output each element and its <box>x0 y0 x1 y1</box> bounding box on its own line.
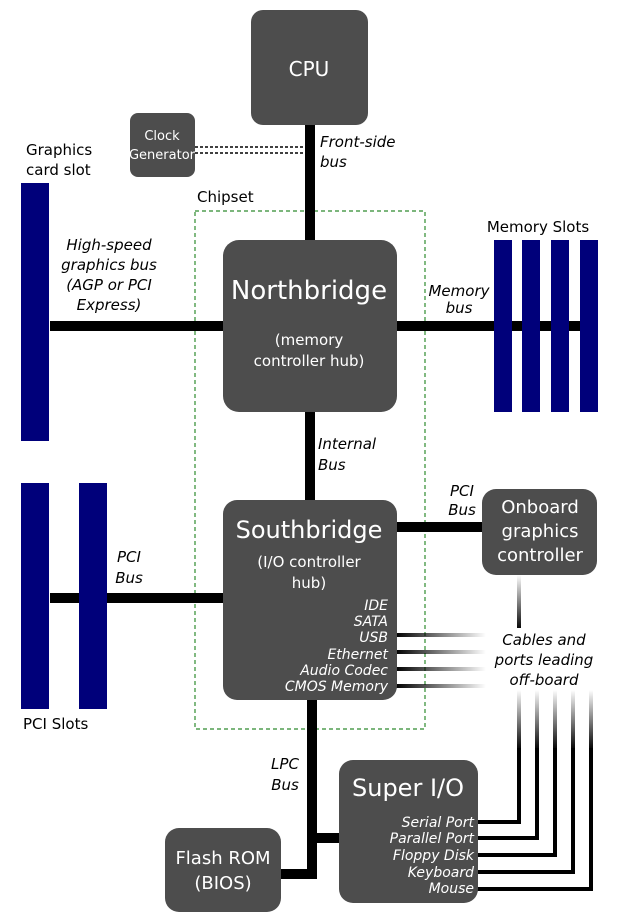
internal-bus-label-2: Bus <box>318 456 346 474</box>
superio-port-floppy: Floppy Disk <box>393 848 475 864</box>
flash-rom-box <box>165 828 281 912</box>
pci-slots <box>21 483 107 709</box>
fsb-label-1: Front-side <box>320 133 396 151</box>
pci-bus-right-label-2: Bus <box>448 501 476 519</box>
superio-port-mouse: Mouse <box>429 881 474 897</box>
cpu-label: CPU <box>289 57 330 81</box>
flash-rom-line-1: Flash ROM <box>175 848 270 869</box>
pci-slot-1 <box>21 483 49 709</box>
cables-label-2: ports leading <box>494 651 594 669</box>
graphics-card-slot <box>21 183 49 441</box>
memory-bus-label-1: Memory <box>428 282 490 300</box>
pci-bus-left-label-2: Bus <box>115 569 143 587</box>
northbridge-title: Northbridge <box>231 276 387 306</box>
pci-slot-2 <box>79 483 107 709</box>
clock-label-2: Generator <box>129 148 196 163</box>
sb-port-ide: IDE <box>364 598 388 614</box>
onboard-gfx-line-3: controller <box>497 545 583 566</box>
pci-bus-left-label-1: PCI <box>117 548 142 566</box>
memory-slots-label: Memory Slots <box>487 218 590 236</box>
sb-port-cmos: CMOS Memory <box>285 679 389 695</box>
sb-port-audio: Audio Codec <box>299 663 388 679</box>
onboard-gfx-line-2: graphics <box>502 521 579 542</box>
memory-bus-label-2: bus <box>446 299 473 317</box>
southbridge-sub-2: hub) <box>292 574 326 592</box>
hsgb-label-2: graphics bus <box>61 256 157 274</box>
graphics-slot-label-1: Graphics <box>26 141 92 159</box>
fsb-label-2: bus <box>320 153 347 171</box>
cpu-box <box>251 10 368 125</box>
memory-slot-2 <box>522 240 540 412</box>
southbridge-box <box>223 500 397 700</box>
pci-slots-label: PCI Slots <box>23 715 88 733</box>
hsgb-label-1: High-speed <box>66 236 152 254</box>
clock-label-1: Clock <box>144 129 180 144</box>
lpc-bus-label-2: Bus <box>271 776 299 794</box>
hsgb-label-4: Express) <box>77 296 142 314</box>
sb-port-ethernet: Ethernet <box>327 647 388 663</box>
northbridge-sub-1: (memory <box>275 331 344 349</box>
onboard-gfx-line-1: Onboard <box>501 497 579 518</box>
gfx-cable <box>517 575 521 630</box>
hsgb-label-3: (AGP or PCI <box>66 276 152 294</box>
northbridge-box <box>223 240 397 412</box>
onboard-graphics-box <box>482 489 597 575</box>
superio-title: Super I/O <box>352 774 464 802</box>
memory-slot-1 <box>494 240 512 412</box>
memory-slot-4 <box>580 240 598 412</box>
internal-bus-label-1: Internal <box>318 435 377 453</box>
flash-rom-line-2: (BIOS) <box>194 873 251 894</box>
sb-port-sata: SATA <box>354 614 388 630</box>
superio-port-keyboard: Keyboard <box>408 865 474 881</box>
memory-slot-3 <box>551 240 569 412</box>
cables-label-bg <box>487 628 602 690</box>
chipset-label: Chipset <box>197 188 254 206</box>
graphics-slot-label-2: card slot <box>26 161 91 179</box>
super-io-box <box>339 760 478 903</box>
memory-slots <box>494 240 598 412</box>
clock-generator-box <box>130 113 195 177</box>
superio-port-parallel: Parallel Port <box>390 831 475 847</box>
superio-port-serial: Serial Port <box>402 815 475 831</box>
southbridge-sub-1: (I/O controller <box>257 553 361 571</box>
sb-port-usb: USB <box>359 630 388 646</box>
southbridge-cables <box>396 633 486 688</box>
cables-label-1: Cables and <box>502 631 586 649</box>
pci-bus-right-label-1: PCI <box>450 482 475 500</box>
cables-label-3: off-board <box>510 671 579 689</box>
lpc-bus-label-1: LPC <box>271 755 299 773</box>
superio-cables <box>476 690 593 891</box>
southbridge-title: Southbridge <box>236 516 383 544</box>
northbridge-sub-2: controller hub) <box>254 352 365 370</box>
